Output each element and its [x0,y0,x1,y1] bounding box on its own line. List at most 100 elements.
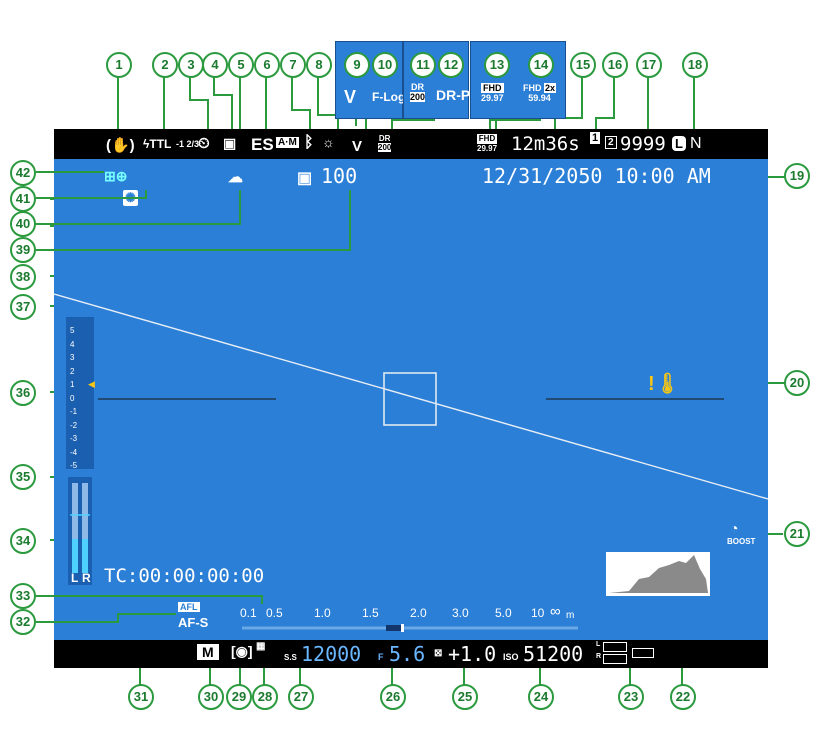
exposure-tick: 1 [70,380,75,389]
exposure-tick: 3 [70,353,75,362]
distance-tick: 0.5 [266,606,283,620]
callout-27: 27 [288,684,314,710]
distance-tick: 0.1 [240,606,257,620]
self-timer-icon: ⏲ [198,135,210,152]
callout-7: 7 [280,52,306,78]
distance-tick: 2.0 [410,606,427,620]
film-sim-inset: V F-Log [335,41,406,119]
dr-priority-label: DR-P [436,87,471,103]
audio-right-meter [82,483,88,573]
shutter-type-label: ES [251,135,274,154]
iso-prefix-label: ISO [503,652,519,662]
callout-15: 15 [570,52,596,78]
callout-30: 30 [198,684,224,710]
histogram-shape [609,555,708,593]
image-size-badge: L [672,136,686,151]
boost-label: BOOST [727,537,756,546]
recording-time: 12m36s [511,133,580,155]
callout-10: 10 [372,52,398,78]
callout-40: 40 [10,211,36,237]
flash-icon: ϟ [143,137,150,151]
focus-zoom-icon: ⊞⊕ [104,168,128,184]
boost-mode-icon: ▣ [297,170,313,187]
film-sim-icon: V [352,138,363,155]
aperture-prefix-label: F [378,652,384,662]
electronic-level-line [54,293,768,500]
callout-35: 35 [10,464,36,490]
exposure-scale-panel [66,317,94,469]
callout-2: 2 [152,52,178,78]
callout-23: 23 [618,684,644,710]
exposure-tick: -2 [70,420,78,430]
movie-inset-fhd-2: FHD 2x 59.94 [523,83,557,103]
shutter-icon: ✺ [123,190,138,206]
image-quality-label: N [690,135,702,152]
callout-32: 32 [10,609,36,635]
callout-9: 9 [344,52,370,78]
distance-tick: 5.0 [495,606,512,620]
drive-mode-icon: ▣ [223,135,237,151]
callout-25: 25 [452,684,478,710]
flash-mode-label: ϟTTL [143,137,172,151]
callout-29: 29 [226,684,252,710]
callout-26: 26 [380,684,406,710]
callout-1: 1 [106,52,132,78]
bluetooth-icon: ᛒ [304,134,314,151]
card-slot-2: 2 [605,136,617,149]
exposure-tick: -3 [70,434,78,443]
exposure-indicator-icon: ◀ [88,379,95,389]
callout-36: 36 [10,380,36,406]
is-mode-icon: (✋) [106,137,135,154]
callout-22: 22 [670,684,696,710]
exp-comp-value: +1.0 [448,642,497,666]
iso-value: 51200 [523,642,584,666]
depth-of-field-marker [386,625,404,631]
exposure-tick: 0 [70,393,75,403]
focus-distance-marker [401,624,404,632]
aperture-value: 5.6 [389,642,426,666]
callout-5: 5 [228,52,254,78]
audio-left-meter [72,483,78,573]
callout-20: 20 [784,370,810,396]
callout-8: 8 [306,52,332,78]
callout-4: 4 [202,52,228,78]
callout-16: 16 [602,52,628,78]
callout-33: 33 [10,583,36,609]
callout-38: 38 [10,264,36,290]
exposure-mode-badge: M [197,644,219,660]
callout-31: 31 [128,684,154,710]
callout-14: 14 [528,52,554,78]
callout-21: 21 [784,521,810,547]
callout-6: 6 [254,52,280,78]
date-time: 12/31/2050 10:00 AM [482,164,711,188]
callout-19: 19 [784,163,810,189]
callout-34: 34 [10,528,36,554]
distance-tick: 1.0 [314,606,331,620]
callout-3: 3 [178,52,204,78]
distance-tick: ∞ [550,603,561,620]
callout-18: 18 [682,52,708,78]
battery-l-label: L [596,641,601,648]
film-sim-inset-icon: V [344,87,357,107]
shutter-prefix-label: S.S [284,653,297,662]
distance-tick: 3.0 [452,606,469,620]
boost-icon: ◔ [730,520,739,536]
shutter-speed-value: 12000 [301,642,362,666]
top-status-bar [54,129,768,159]
flog-label: F-Log [372,90,406,104]
focus-mode-label: AF-S [178,615,209,630]
audio-left-label: L [71,571,79,585]
exposure-tick: 2 [70,366,75,376]
exposure-tick: 5 [70,326,75,335]
bottom-status-bar [54,640,768,668]
location-icon: ☁ [228,169,243,186]
callout-39: 39 [10,237,36,263]
distance-tick: m [566,610,575,621]
callout-11: 11 [410,52,436,78]
